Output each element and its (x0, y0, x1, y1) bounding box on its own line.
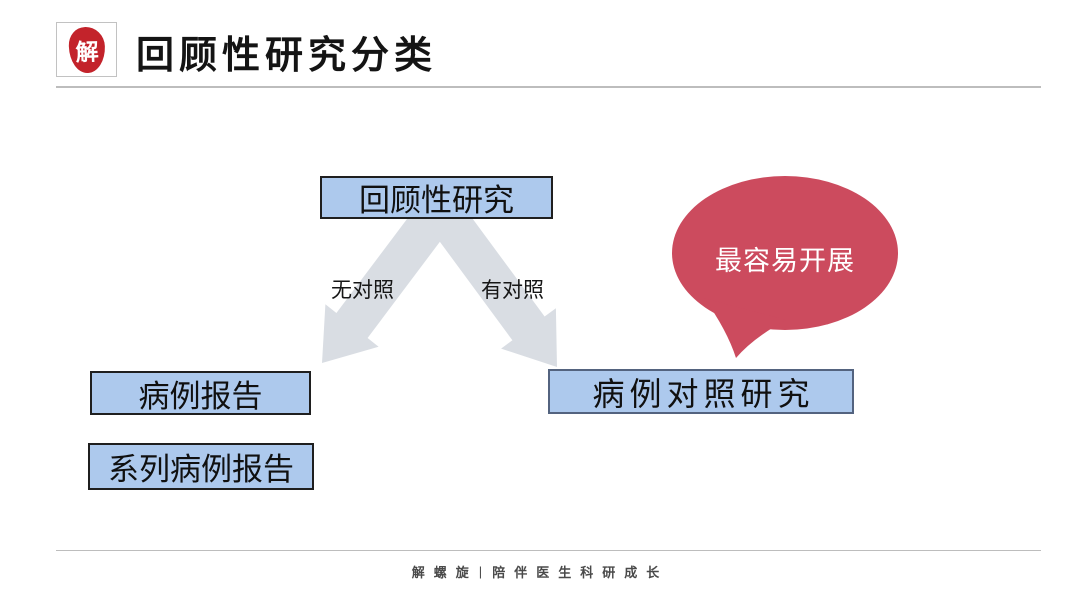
speech-bubble-label: 最容易开展 (715, 246, 855, 276)
footer-tagline: 陪伴医生科研成长 (492, 565, 669, 580)
footer-brand: 解螺旋 (411, 565, 478, 580)
footer-separator: | (478, 564, 483, 579)
edge-label-with-control: 有对照 (481, 279, 544, 302)
node-case-report: 病例报告 (90, 371, 311, 415)
brand-logo: 解 (56, 22, 117, 77)
edge-label-no-control: 无对照 (331, 279, 394, 302)
node-case-series-report: 系列病例报告 (88, 443, 314, 490)
node-retrospective-study: 回顾性研究 (320, 176, 553, 219)
footer: 解螺旋 | 陪伴医生科研成长 (0, 562, 1080, 581)
page-title: 回顾性研究分类 (136, 35, 438, 77)
header-divider (56, 86, 1041, 88)
seal-character: 解 (74, 38, 99, 65)
node-case-control-study: 病例对照研究 (548, 369, 854, 414)
footer-divider (56, 550, 1041, 551)
speech-bubble-tail (704, 298, 786, 358)
seal-icon: 解 (67, 25, 106, 74)
